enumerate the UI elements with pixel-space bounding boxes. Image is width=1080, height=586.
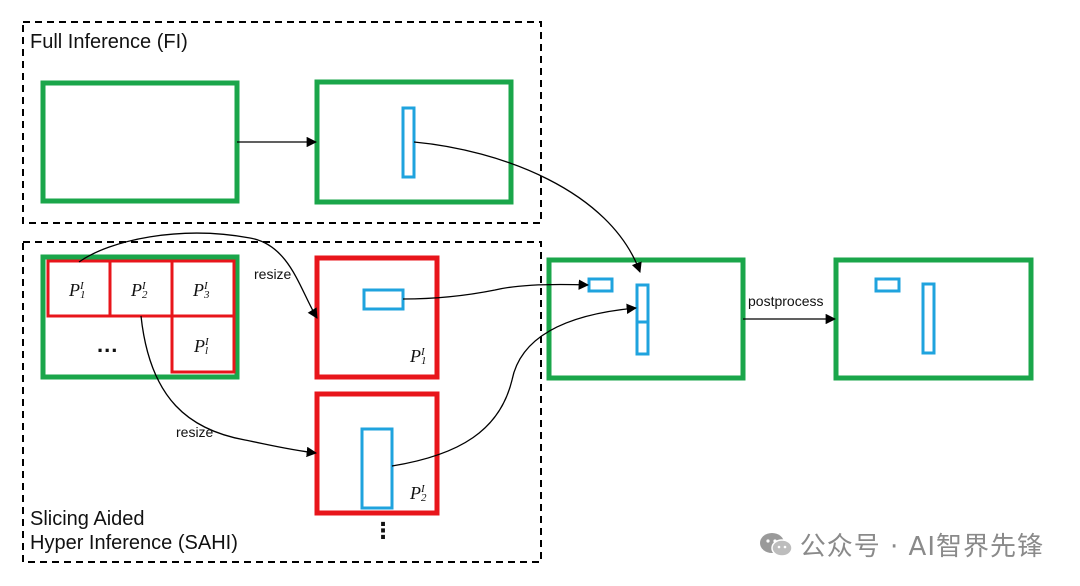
postprocess-label: postprocess (748, 293, 824, 309)
p2-detection-to-merged-arrow (391, 303, 638, 467)
fi-input-image (40, 80, 240, 204)
sahi-region-title-line2: Hyper Inference (SAHI) (30, 532, 238, 554)
final-small-detection (874, 277, 901, 293)
merged-small-detection (587, 277, 614, 293)
resized-p2-detection (360, 427, 394, 510)
resized-p1-detection (362, 288, 405, 311)
grid-ellipsis: ... (97, 332, 119, 357)
watermark: 公众号 · AI智界先锋 (758, 526, 1044, 563)
wechat-icon (759, 533, 793, 557)
resize-p2-arrow (140, 315, 318, 458)
watermark-text: 公众号 · AI智界先锋 (799, 532, 1044, 562)
merged-tall-detection-lower (635, 320, 650, 356)
fi-to-merged-arrow (413, 141, 642, 273)
sahi-region-title-line1: Slicing Aided (30, 508, 145, 530)
sahi-region-box (22, 241, 542, 563)
final-tall-detection (921, 282, 936, 355)
fi-region-title: Full Inference (FI) (30, 31, 188, 53)
fi-region-box (22, 21, 542, 224)
fi-detection-box (401, 106, 416, 179)
stack-ellipsis: ⋮ (372, 518, 395, 543)
merged-tall-detection-upper (635, 283, 650, 324)
sahi-input-image (40, 254, 240, 380)
p1-detection-to-merged-arrow (402, 279, 590, 300)
slice-pl (170, 314, 236, 374)
resize-label-top: resize (254, 266, 292, 282)
resize-p1-arrow (78, 232, 318, 319)
resize-label-bottom: resize (176, 424, 214, 440)
